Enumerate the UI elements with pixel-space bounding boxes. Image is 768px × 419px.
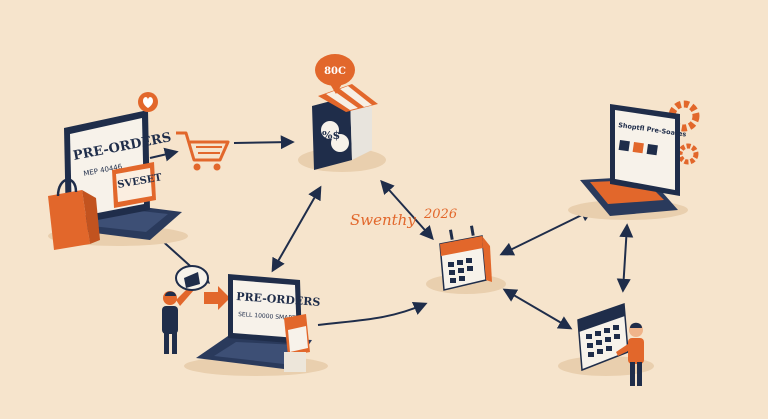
shopping-bag-icon	[48, 190, 90, 250]
center-laptop-subtitle: SELL 10000 SMART	[238, 311, 296, 322]
arrow-cart-to-shop	[233, 135, 295, 150]
center-laptop-group: PRE-ORDERS SELL 10000 SMART	[162, 265, 328, 376]
arrow-laptop-to-cart	[149, 147, 179, 162]
handwritten-year: 2026	[423, 207, 457, 222]
arrow-small-orange	[204, 286, 230, 310]
arrow-calendar-to-person	[502, 288, 573, 330]
left-laptop-group: PRE-ORDERS MEP 40446 SVESET	[48, 92, 188, 250]
handwritten-label: Swenthy	[350, 211, 416, 229]
price-badge-label: 80C	[324, 66, 346, 77]
calendar-person-group	[558, 302, 654, 386]
price-badge: 80C	[315, 54, 355, 94]
flow-arrows	[149, 135, 634, 330]
gear-small-icon	[677, 143, 699, 165]
right-laptop-group: Shoptfl Pre-Soates	[568, 100, 700, 220]
package-box-icon	[284, 314, 310, 372]
person-with-speech-icon	[162, 265, 209, 354]
shopping-cart-icon	[176, 131, 230, 171]
storefront-group: %$ 80C	[298, 54, 386, 172]
arrow-right-laptop-to-person	[616, 223, 634, 293]
arrow-shop-to-calendar	[380, 179, 434, 241]
calendar-center	[426, 225, 506, 294]
arrow-center-to-calendar	[317, 302, 428, 326]
arrow-shop-to-center	[271, 185, 322, 273]
center-laptop-title: PRE-ORDERS	[236, 290, 321, 309]
storefront-side	[350, 96, 372, 160]
gear-large-icon	[668, 100, 700, 132]
storefront-symbol: %$	[322, 129, 340, 142]
arrow-calendar-to-right-laptop	[499, 208, 595, 256]
